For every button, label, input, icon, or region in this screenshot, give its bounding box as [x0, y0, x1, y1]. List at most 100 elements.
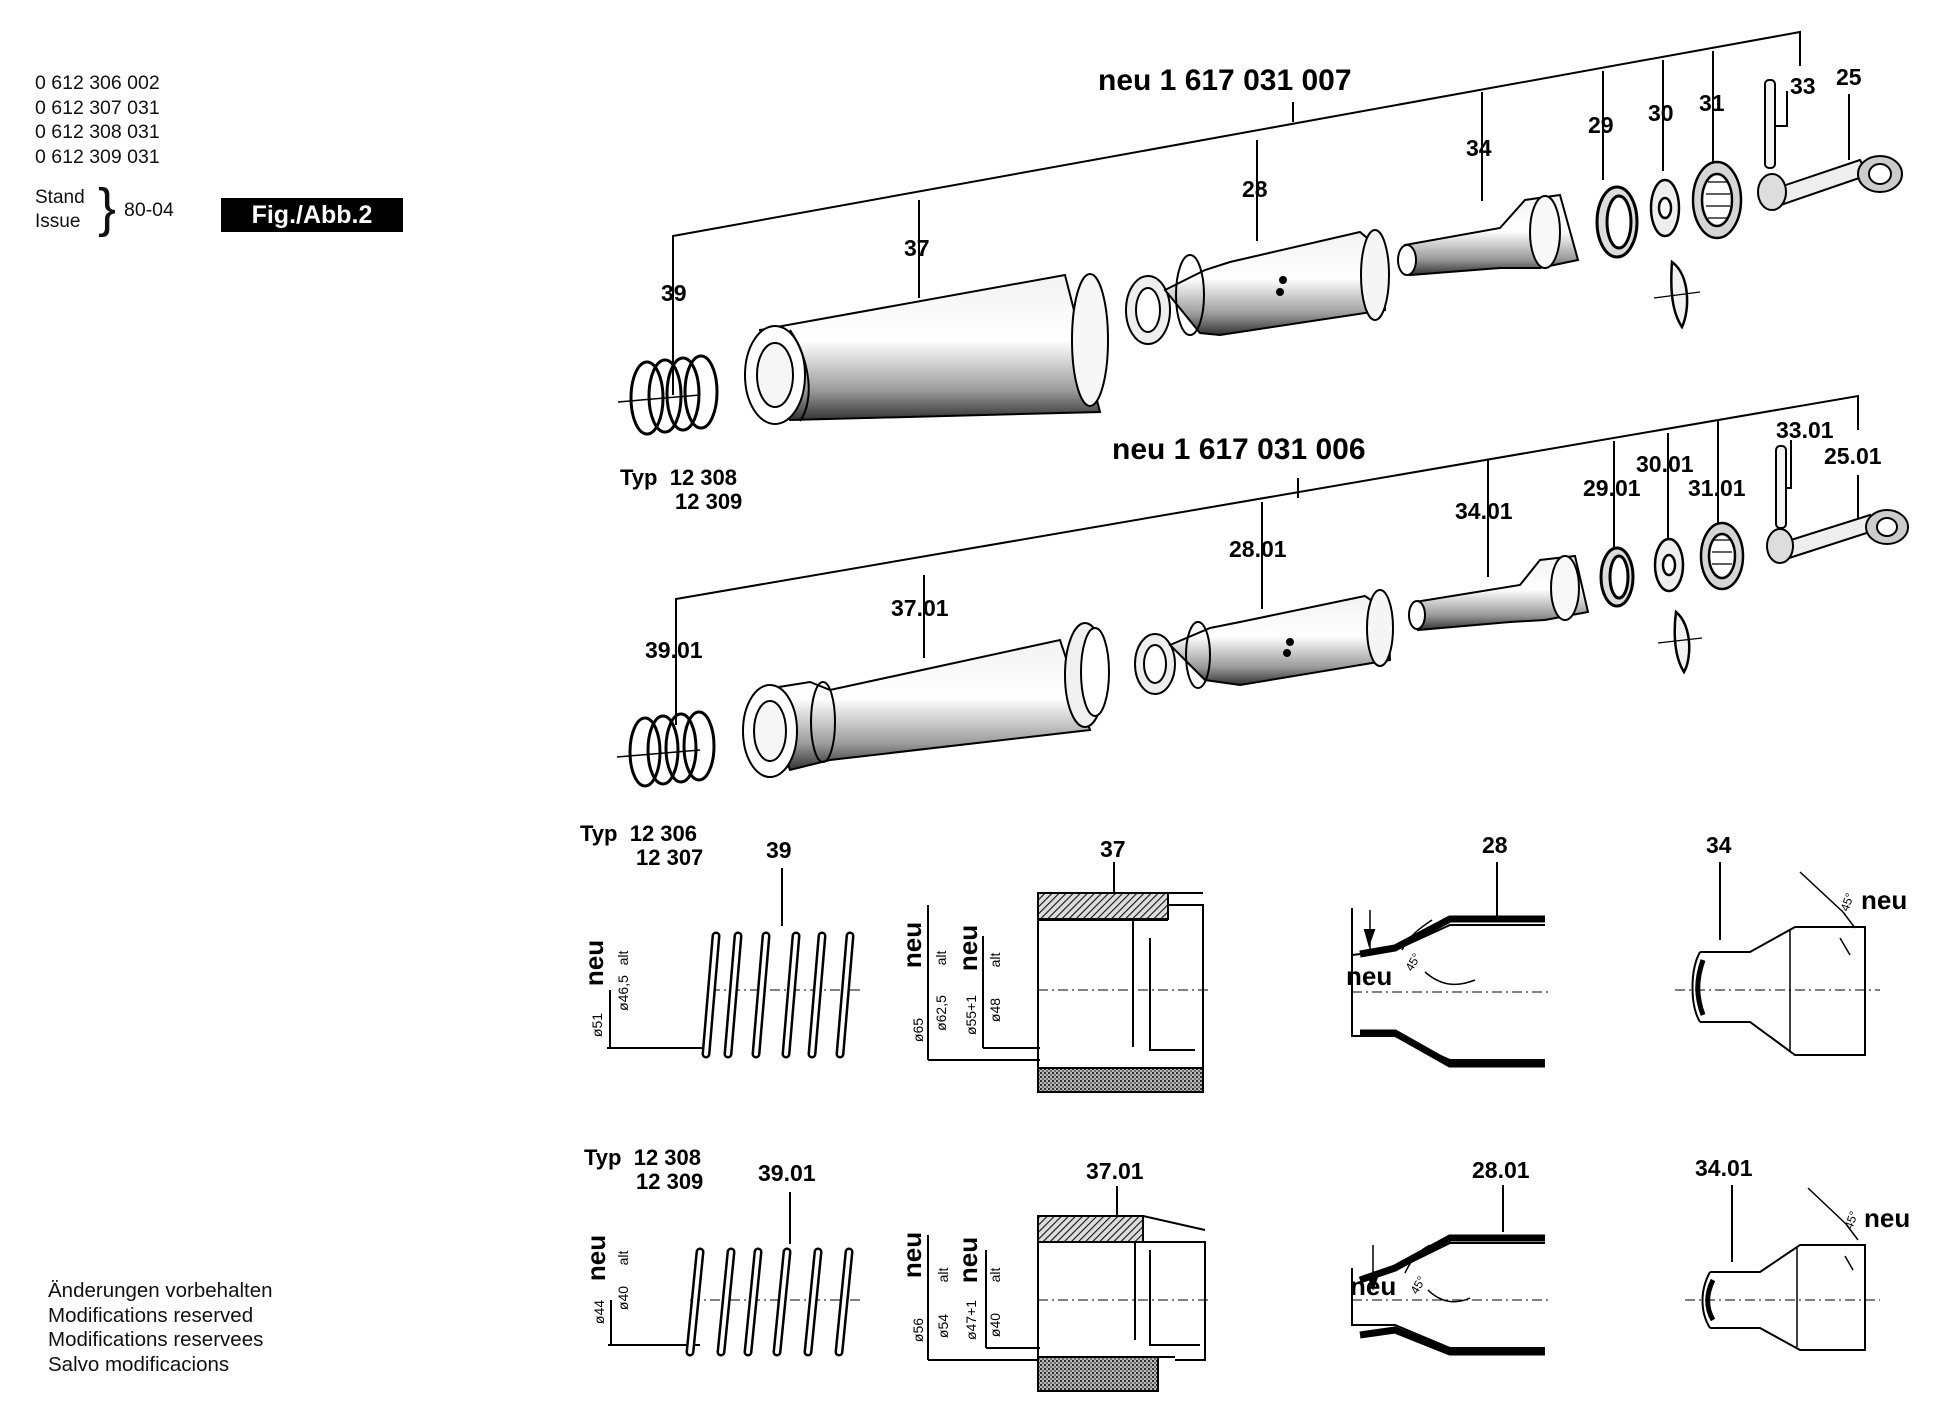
cylinder-part-37-01 [742, 622, 1110, 778]
detail-title-37: 37 [1100, 836, 1126, 862]
alt-label: alt [615, 951, 631, 966]
angle-label: 45° [1407, 1274, 1428, 1297]
callout-28-01: 28.01 [1229, 536, 1287, 562]
alt-label: alt [935, 1268, 951, 1283]
angle-label: 45° [1838, 891, 1857, 913]
model-number: 0 612 307 031 [35, 96, 160, 119]
neu-label: neu [1346, 961, 1392, 991]
dim-label: ø47+1 [963, 1300, 979, 1340]
callout-33-01: 33.01 [1776, 417, 1834, 443]
pin-part-34 [1397, 193, 1580, 277]
pin-part-33-01 [1775, 445, 1787, 529]
lower-assembly [616, 394, 1909, 788]
brace-symbol: } [98, 178, 117, 238]
dim-label: ø51 [589, 1013, 605, 1037]
sleeve-section-37 [927, 892, 1210, 1093]
detail-title-34-01: 34.01 [1695, 1155, 1753, 1181]
neu-label: neu [1864, 1203, 1910, 1233]
modifications-line: Modifications reserved [48, 1303, 254, 1327]
piston-section-28-01 [1351, 1234, 1550, 1356]
dim-label: ø40 [987, 1313, 1003, 1337]
pin-part-33 [1764, 79, 1776, 169]
neu-label: neu [1861, 885, 1907, 915]
modifications-notice: Änderungen vorbehalten Modifications res… [48, 1279, 273, 1377]
spring-part-39 [617, 354, 719, 436]
callout-34: 34 [1466, 135, 1492, 161]
issue-label: Issue [35, 211, 81, 232]
detail-title-28-01: 28.01 [1472, 1157, 1530, 1183]
connecting-rod-part-25-01 [1766, 509, 1909, 564]
callout-30-01: 30.01 [1636, 451, 1694, 477]
neu-label: neu [953, 1237, 983, 1283]
detail-title-34: 34 [1706, 832, 1732, 858]
piston-part-28 [1125, 229, 1390, 345]
spring-part-39-01 [616, 710, 716, 788]
stand-issue-labels: Stand Issue [35, 186, 85, 234]
neu-label: neu [953, 925, 983, 971]
detail-title-39: 39 [766, 837, 792, 863]
modifications-line: Modifications reservees [48, 1328, 264, 1351]
neu-label: neu [897, 1232, 927, 1278]
callout-25-01: 25.01 [1824, 443, 1882, 469]
dim-label: ø56 [910, 1318, 926, 1342]
callout-29-01: 29.01 [1583, 475, 1641, 501]
stand-date: 80-04 [124, 199, 174, 221]
washer-part-30 [1649, 178, 1701, 330]
callout-30: 30 [1648, 100, 1674, 126]
callout-34-01: 34.01 [1455, 498, 1513, 524]
dim-label: ø62,5 [933, 995, 949, 1031]
neu-label: neu [897, 922, 927, 968]
angle-label: 45° [1402, 951, 1423, 974]
detail-row-1 [607, 862, 1880, 1093]
modifications-line: Salvo modificacions [48, 1352, 230, 1376]
nut-part-31 [1691, 160, 1743, 240]
nut-part-31-01 [1699, 521, 1745, 591]
pin-section-34-01 [1685, 1187, 1880, 1351]
type-label-lower-2: 12 309 [675, 489, 742, 514]
model-number: 0 612 308 031 [35, 121, 160, 143]
detail-row-2 [608, 1185, 1880, 1392]
kit-number-lower: neu 1 617 031 006 [1112, 433, 1366, 466]
dim-label: ø65 [910, 1018, 926, 1042]
dim-label: ø54 [935, 1314, 951, 1338]
connecting-rod-part-25 [1757, 155, 1903, 211]
lower-leader-bracket [675, 394, 1859, 725]
spring-section-39-01 [608, 1247, 860, 1357]
stand-label: Stand [35, 187, 85, 208]
dim-label: ø44 [591, 1300, 607, 1324]
callout-25: 25 [1836, 64, 1862, 90]
neu-label: neu [579, 940, 609, 986]
upper-leader-bracket [672, 30, 1801, 395]
cylinder-part-37 [744, 273, 1109, 425]
model-number: 0 612 306 002 [35, 72, 160, 94]
callout-29: 29 [1588, 112, 1614, 138]
type-label-row2: Typ 12 308 [584, 1145, 701, 1170]
pin-section-34 [1675, 871, 1880, 1056]
callout-31-01: 31.01 [1688, 475, 1746, 501]
callout-39-01: 39.01 [645, 637, 703, 663]
neu-label: neu [1350, 1271, 1396, 1301]
dim-label: ø55+1 [963, 995, 979, 1035]
alt-label: alt [987, 1268, 1003, 1283]
detail-title-39-01: 39.01 [758, 1160, 816, 1186]
dim-label: ø46,5 [615, 975, 631, 1011]
type-label-row1-2: 12 307 [636, 845, 703, 870]
angle-label: 45° [1842, 1209, 1861, 1231]
spring-section-39 [607, 931, 860, 1059]
detail-title-28: 28 [1482, 832, 1508, 858]
kit-number-upper: neu 1 617 031 007 [1098, 64, 1352, 97]
upper-assembly [617, 30, 1903, 436]
callout-37-01: 37.01 [891, 595, 949, 621]
dim-label: ø40 [615, 1286, 631, 1310]
piston-section-28 [1351, 908, 1550, 1068]
type-label-row1: Typ 12 306 [580, 821, 697, 846]
piston-part-28-01 [1134, 589, 1394, 695]
neu-label: neu [581, 1235, 611, 1281]
sleeve-section-37-01 [927, 1215, 1210, 1392]
modifications-line: Änderungen vorbehalten [48, 1279, 273, 1302]
detail-title-37-01: 37.01 [1086, 1158, 1144, 1184]
callout-39: 39 [661, 280, 687, 306]
washer-part-30-01 [1653, 537, 1703, 675]
figure-label: Fig./Abb.2 [221, 198, 403, 232]
